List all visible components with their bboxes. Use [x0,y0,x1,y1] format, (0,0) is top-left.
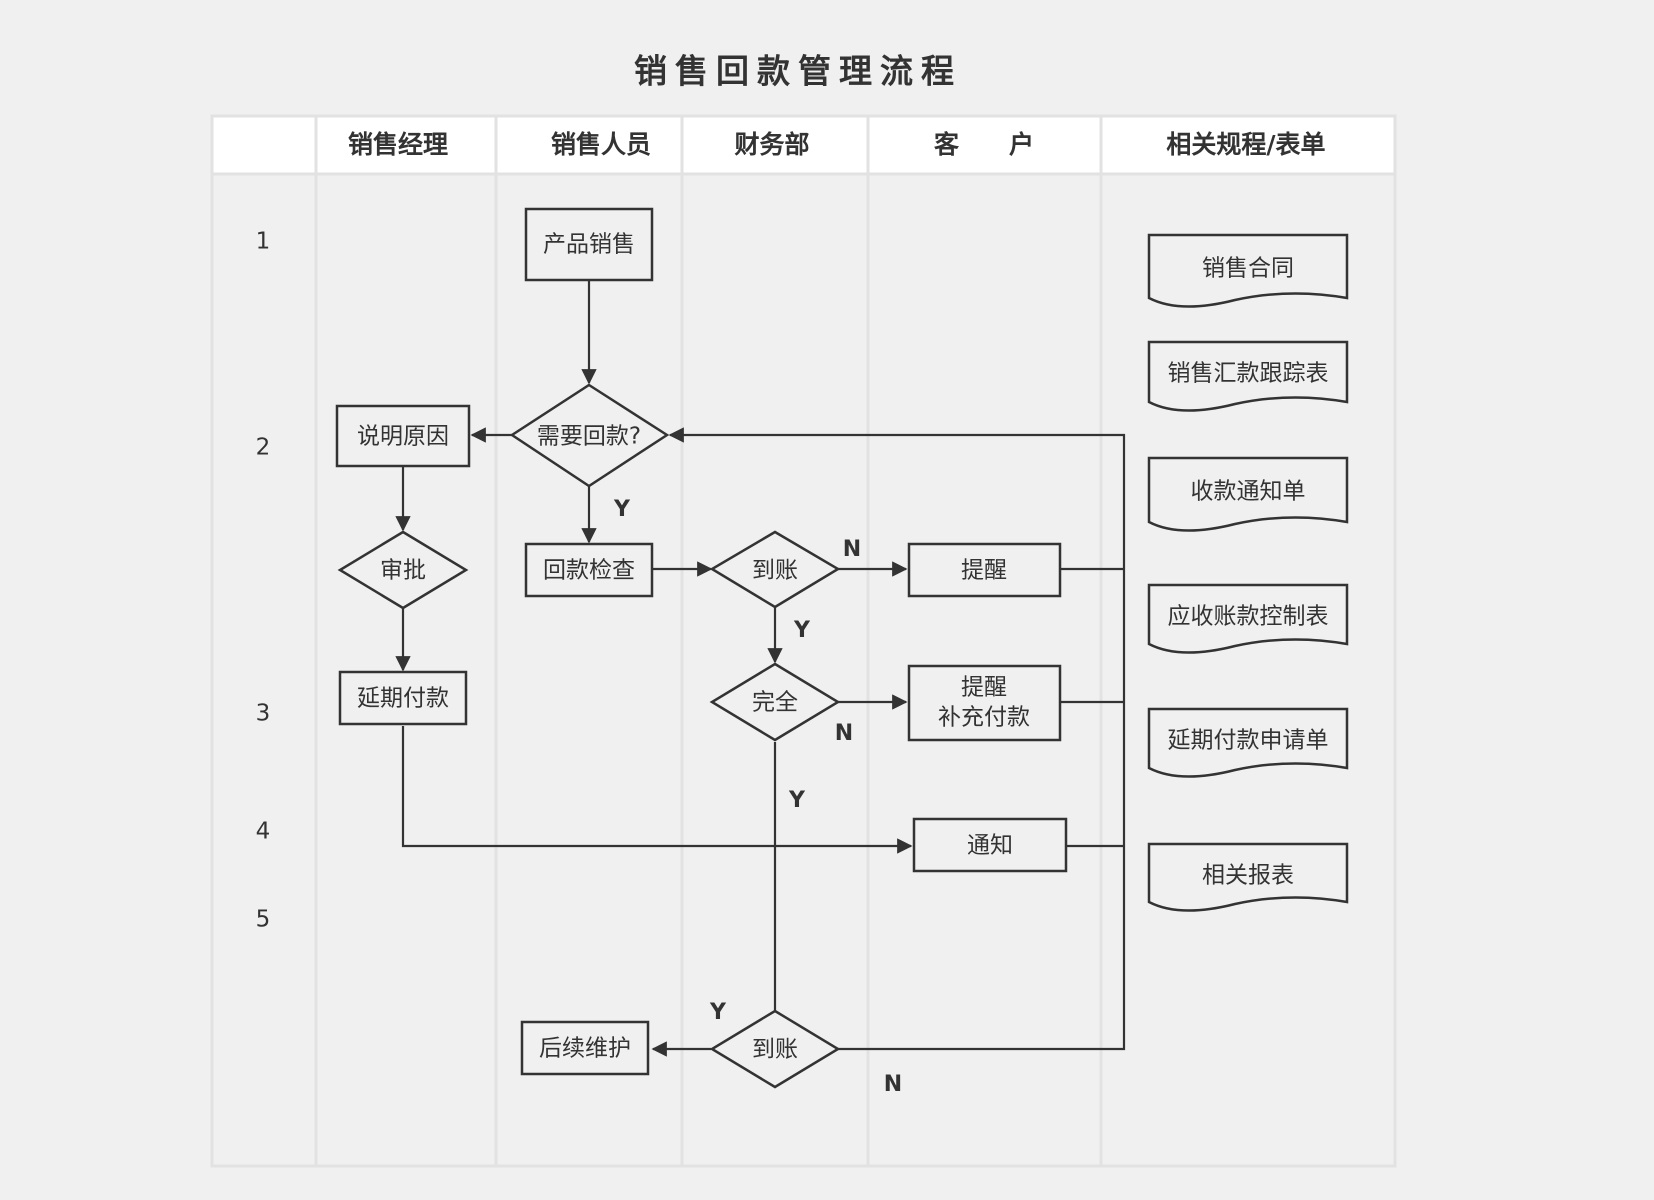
row-number: 5 [256,907,271,933]
edge-loop-back-to-need [668,427,1126,1051]
node-label: 到账 [752,558,798,584]
lane-header-sales: 销售人员 [551,130,651,159]
document-related-reports: 相关报表 [1147,842,1349,912]
document-label: 相关报表 [1202,863,1294,889]
document-label: 销售合同 [1202,256,1294,282]
row-number: 2 [256,435,271,461]
process-follow-up: 后续维护 [520,1020,650,1076]
edge-label-no: N [884,1072,902,1097]
row-number: 3 [256,701,271,727]
document-label: 收款通知单 [1191,479,1306,505]
node-label: 说明原因 [357,424,449,450]
process-explain-reason: 说明原因 [335,404,471,468]
document-label: 应收账款控制表 [1168,604,1329,630]
table-border [210,114,1397,1168]
node-label-line2: 补充付款 [938,705,1030,731]
node-label: 到账 [752,1037,798,1063]
document-receivables-control: 应收账款控制表 [1147,583,1349,654]
row-number: 1 [256,229,271,255]
process-delay-payment: 延期付款 [338,670,468,726]
edge-label-no: N [835,721,853,746]
process-remind-supplement: 提醒 补充付款 [907,664,1062,742]
process-product-sales: 产品销售 [524,207,654,282]
edge-label-yes: Y [793,618,811,643]
edge-label-yes: Y [613,497,631,522]
document-label: 延期付款申请单 [1168,728,1329,754]
document-receipt-notice: 收款通知单 [1147,456,1349,532]
decision-arrived-2: 到账 [709,1009,841,1089]
node-label: 需要回款? [537,424,641,450]
decision-arrived-1: 到账 [709,530,841,609]
edge-delay-to-notify [401,726,913,854]
connectors [395,280,1126,1057]
edge-label-no: N [843,537,861,562]
node-label-line1: 提醒 [961,675,1007,701]
node-label: 通知 [967,833,1013,859]
process-payment-check: 回款检查 [524,542,654,598]
row-number: 4 [256,819,271,845]
edge-label-yes: Y [709,1000,727,1025]
decision-need-payment: 需要回款? [509,383,670,488]
process-notify: 通知 [912,817,1068,873]
node-label: 完全 [752,690,798,716]
page-title: 销售回款管理流程 [634,52,962,91]
node-label: 回款检查 [543,558,635,584]
node-label: 延期付款 [357,686,449,712]
document-sales-contract: 销售合同 [1147,233,1349,308]
document-delay-application: 延期付款申请单 [1147,707,1349,778]
decision-approve: 审批 [337,530,469,610]
header-row [212,116,1395,174]
lane-header-docs: 相关规程/表单 [1166,130,1325,159]
lane-header-finance: 财务部 [734,130,809,159]
document-payment-tracking: 销售汇款跟踪表 [1147,340,1349,412]
node-label: 提醒 [961,558,1007,584]
lane-header-customer: 客 户 [934,130,1034,159]
node-label: 审批 [380,558,426,584]
edge-label-yes: Y [788,788,806,813]
document-label: 销售汇款跟踪表 [1168,361,1329,387]
decision-complete: 完全 [709,662,841,742]
node-label: 产品销售 [543,232,635,258]
process-remind: 提醒 [907,542,1062,598]
lane-header-manager: 销售经理 [348,130,448,159]
swimlane-table [210,114,1397,1168]
node-label: 后续维护 [539,1036,631,1062]
